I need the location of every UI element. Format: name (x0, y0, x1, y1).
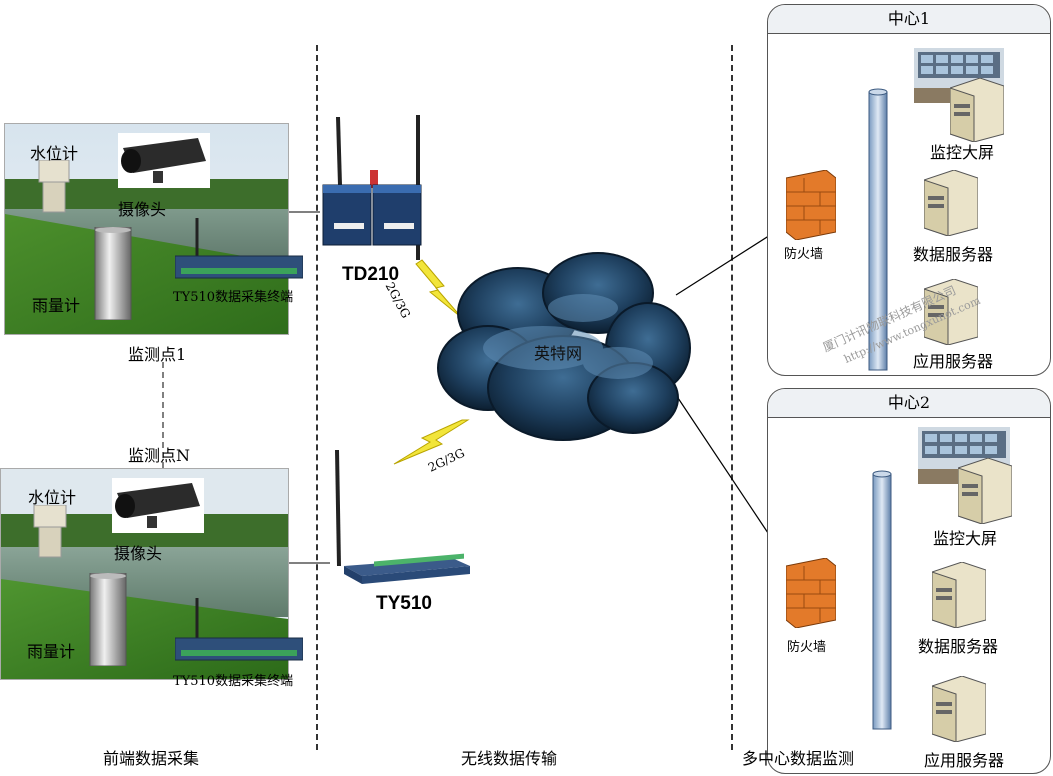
center-2-monitor-label: 监控大屏 (933, 529, 998, 548)
site-n-water-level-label: 水位计 (28, 488, 77, 507)
site-n-rain-gauge-label: 雨量计 (27, 642, 76, 661)
center-2-data-server-icon (931, 561, 987, 629)
td210-router (318, 115, 428, 265)
site-1-camera-label: 摄像头 (118, 200, 167, 219)
site-1-water-level-label: 水位计 (30, 144, 79, 163)
td210-label: TD210 (342, 264, 400, 285)
center-2-app-server-label: 应用服务器 (924, 751, 1005, 770)
section-label-monitoring: 多中心数据监测 (742, 749, 855, 768)
site-1-label: 监测点1 (128, 345, 187, 364)
site-n-camera-label: 摄像头 (114, 544, 163, 563)
center-1-bus (868, 88, 888, 373)
center-2-monitor-wall (918, 427, 1010, 484)
center-1-app-server-label: 应用服务器 (913, 352, 994, 371)
center-2-bus (872, 470, 892, 732)
ty510-device (322, 448, 472, 588)
site-1-rain-gauge-label: 雨量计 (32, 296, 81, 315)
center-2-firewall-label: 防火墙 (787, 640, 827, 655)
center-2-monitor-server-icon (957, 457, 1013, 525)
center-2-data-server-label: 数据服务器 (918, 637, 999, 656)
divider-left (316, 45, 318, 750)
center-2-firewall-icon (785, 557, 837, 629)
lightning-icon-top (414, 258, 470, 320)
lightning-icon-bottom (392, 418, 472, 466)
center-1-title: 中心1 (768, 5, 1050, 34)
section-label-front-end: 前端数据采集 (103, 749, 200, 768)
center-1-monitor-server-icon (949, 77, 1005, 143)
ty510-label: TY510 (376, 593, 432, 614)
site-n-terminal-label: TY510数据采集终端 (173, 674, 294, 689)
center-1-data-server-label: 数据服务器 (913, 245, 994, 264)
center-1-firewall-icon (785, 169, 837, 241)
site-n-rain-gauge (88, 572, 128, 667)
center-1-monitor-label: 监控大屏 (930, 143, 995, 162)
site-n-terminal (174, 598, 304, 663)
center-2-title: 中心2 (768, 389, 1050, 418)
site-1-camera (118, 133, 210, 188)
site-n-label: 监测点N (128, 446, 191, 465)
center-2-app-server-icon (931, 675, 987, 743)
site-1-water-level-meter (37, 159, 71, 215)
internet-cloud-icon (433, 248, 691, 448)
center-1-data-server-icon (923, 169, 979, 237)
site-1-rain-gauge (93, 226, 133, 321)
site-n-camera (112, 478, 204, 533)
section-label-wireless: 无线数据传输 (461, 749, 558, 768)
divider-right (731, 45, 733, 750)
center-1-firewall-label: 防火墙 (784, 247, 824, 262)
site-n-water-level-meter (32, 504, 68, 560)
center-1-app-server-icon (923, 278, 979, 346)
internet-label: 英特网 (534, 344, 583, 363)
site-1-terminal (174, 218, 304, 280)
site-1-terminal-label: TY510数据采集终端 (173, 290, 294, 305)
